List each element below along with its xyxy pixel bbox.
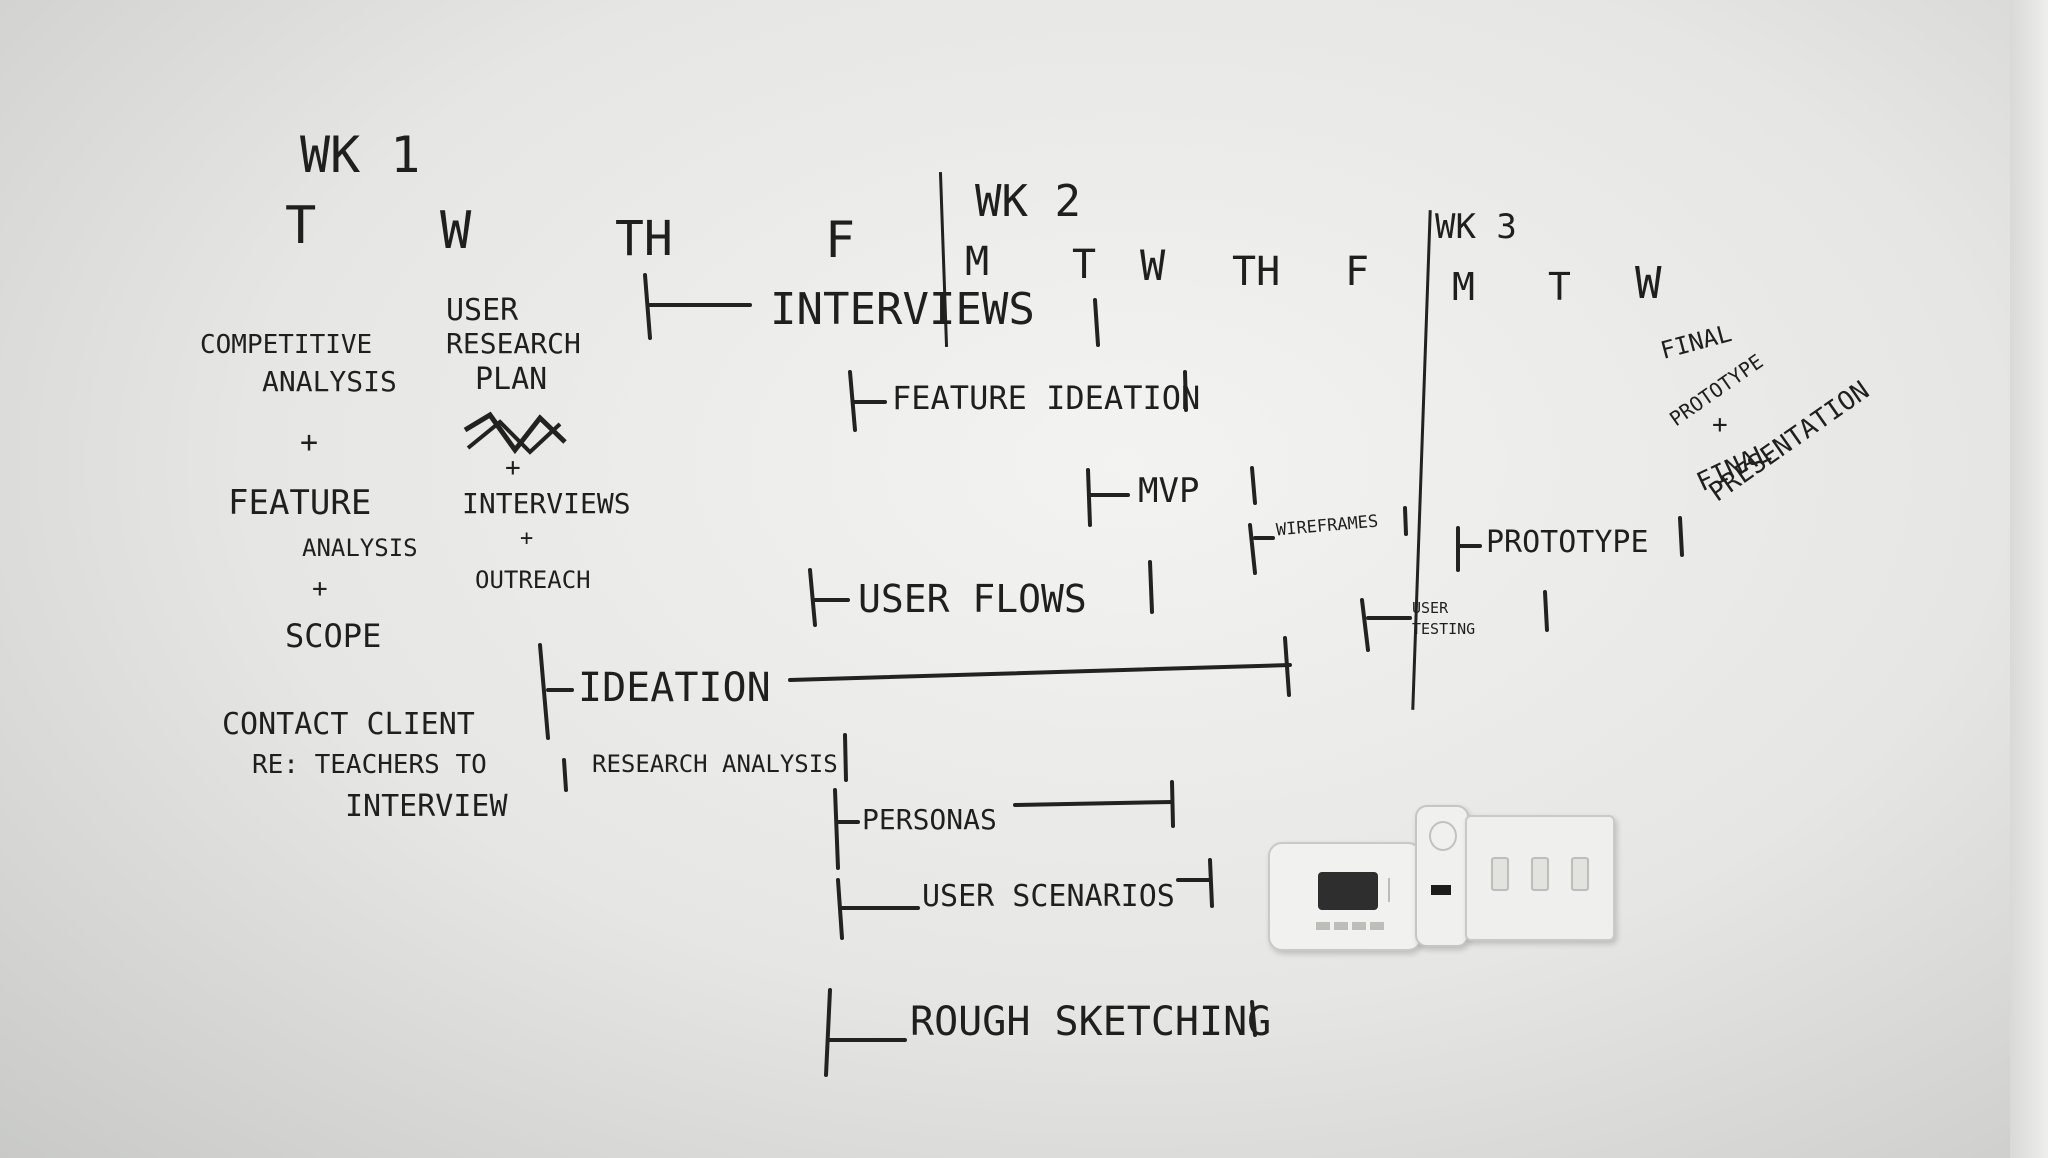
bar-label-user-testing: USER TESTING (1412, 599, 1476, 638)
wall-edge (2010, 0, 2048, 1158)
note-plus-3: + (505, 453, 521, 483)
week2-day-m: M (965, 239, 990, 285)
note-outreach: OUTREACH (475, 566, 591, 594)
note-competitive: COMPETITIVE (200, 330, 373, 360)
note-contact-client: CONTACT CLIENT (222, 707, 475, 742)
week1-day-f: F (825, 211, 856, 269)
light-switch-2 (1531, 857, 1549, 891)
thermostat-display (1318, 872, 1378, 910)
bar-label-user-scenarios: USER SCENARIOS (922, 879, 1175, 914)
week2-day-th: TH (1232, 249, 1281, 295)
bar-label-user-flows: USER FLOWS (858, 577, 1087, 621)
thermostat (1268, 842, 1422, 951)
bar-label-research-analysis: RESEARCH ANALYSIS (592, 750, 838, 778)
thermostat-buttons (1316, 922, 1386, 930)
week3-header: WK 3 (1435, 207, 1517, 247)
note-teachers: RE: TEACHERS TO (252, 750, 487, 780)
week2-day-w: W (1140, 241, 1166, 290)
thermostat-arrows (1388, 878, 1404, 902)
week2-header: WK 2 (975, 176, 1081, 227)
note-user: USER (446, 293, 519, 328)
note-research: RESEARCH (446, 327, 581, 360)
note-plus: + (300, 425, 319, 460)
week1-header: WK 1 (300, 126, 421, 184)
note-feature: FEATURE (228, 483, 372, 523)
bar-label-prototype: PROTOTYPE (1486, 525, 1649, 560)
light-sensor (1415, 805, 1469, 947)
week3-day-m: M (1452, 265, 1475, 309)
note-plan: PLAN (475, 362, 548, 397)
week2-day-t: T (1072, 242, 1097, 288)
week1-day-t: T (285, 196, 317, 256)
week3-day-t: T (1548, 265, 1571, 309)
light-switch-1 (1491, 857, 1509, 891)
week1-day-w: W (440, 201, 472, 261)
note-analysis: ANALYSIS (262, 365, 397, 398)
light-switch-plate (1465, 815, 1615, 941)
note-scope: SCOPE (285, 617, 382, 655)
sensor-slot (1431, 885, 1451, 895)
note-analysis-2: ANALYSIS (302, 534, 418, 562)
bar-label-rough-sketching: ROUGH SKETCHING (910, 999, 1272, 1045)
week1-day-th: TH (615, 211, 673, 267)
week3-day-w: W (1635, 258, 1662, 309)
note-interviews: INTERVIEWS (462, 487, 631, 520)
sensor-knob (1429, 821, 1457, 851)
note-plus-2: + (312, 574, 328, 604)
note-interview: INTERVIEW (345, 789, 508, 824)
bar-label-mvp: MVP (1138, 471, 1200, 511)
bar-label-feature-ideation: FEATURE IDEATION (892, 379, 1201, 417)
note-plus-4: + (520, 526, 534, 551)
week2-day-f: F (1345, 249, 1370, 295)
light-switch-3 (1571, 857, 1589, 891)
bar-label-ideation: IDEATION (578, 665, 771, 711)
scribble-mark (463, 411, 567, 455)
bar-label-personas: PERSONAS (862, 803, 997, 836)
final-note-3: + (1712, 410, 1728, 440)
bar-label-interviews: INTERVIEWS (770, 284, 1035, 335)
